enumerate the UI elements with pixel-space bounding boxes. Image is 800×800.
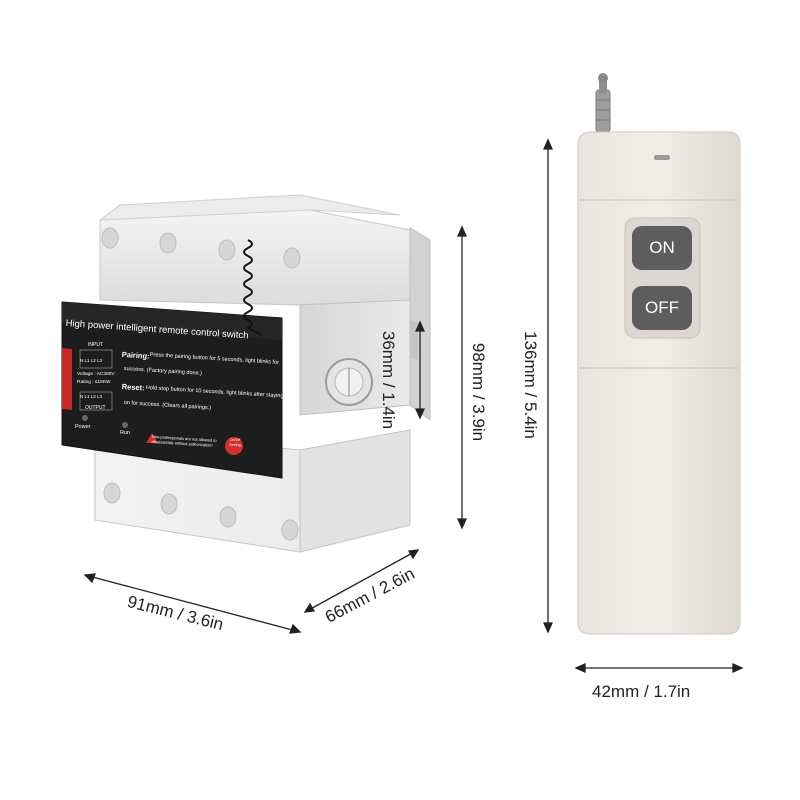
terminals-input: N L1 L2 L3 bbox=[80, 358, 103, 363]
power-label: Power bbox=[75, 424, 91, 430]
output-label: OUTPUT bbox=[85, 405, 106, 411]
dim-remote-height-label: 136mm / 5.4in bbox=[521, 331, 540, 439]
pairing-heading: Pairing: bbox=[121, 350, 150, 361]
antenna-coil bbox=[243, 239, 263, 336]
dimension-arrows bbox=[83, 138, 744, 674]
dim-height-full-label: 98mm / 3.9in bbox=[469, 342, 488, 442]
side-tab-label: Wiring diagram bbox=[54, 364, 60, 391]
voltage-label: Voltage : AC380V bbox=[77, 372, 115, 377]
run-label: Run bbox=[120, 430, 131, 436]
dim-remote-width-label: 42mm / 1.7in bbox=[592, 682, 691, 701]
terminals-output: N L1 L2 L3 bbox=[80, 394, 103, 399]
remote-on-button[interactable]: ON bbox=[632, 226, 692, 270]
reset-heading: Reset: bbox=[121, 382, 145, 393]
input-label: INPUT bbox=[88, 342, 103, 348]
remote-control bbox=[577, 73, 741, 635]
remote-off-button[interactable]: OFF bbox=[632, 286, 692, 330]
dim-height-inner-label: 36mm / 1.4in bbox=[379, 330, 398, 430]
onoff-setting-label: On/Off Setting bbox=[229, 438, 241, 447]
din-switch-device bbox=[61, 194, 431, 553]
rating-label: Rating : ≤15KW bbox=[77, 380, 111, 385]
